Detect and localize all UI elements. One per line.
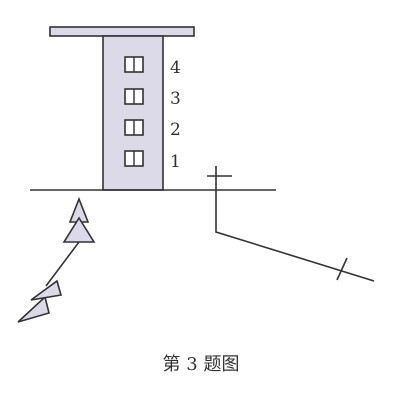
floor-label-1: 1 <box>170 152 181 172</box>
floor-label-3: 3 <box>170 89 181 109</box>
floor-label-2: 2 <box>170 120 181 140</box>
slope-line <box>215 166 375 282</box>
down-left-arrow <box>17 279 63 323</box>
window-floor-3 <box>124 88 144 105</box>
arrow-connector <box>45 241 80 287</box>
figure-caption: 第 3 题图 <box>163 354 240 375</box>
tick-mark-slope <box>336 257 348 281</box>
window-floor-4 <box>124 56 144 73</box>
floor-label-4: 4 <box>170 58 181 78</box>
window-floor-1 <box>124 150 144 167</box>
roof-slab <box>49 26 195 37</box>
upward-arrow <box>62 196 96 243</box>
window-floor-2 <box>124 119 144 136</box>
